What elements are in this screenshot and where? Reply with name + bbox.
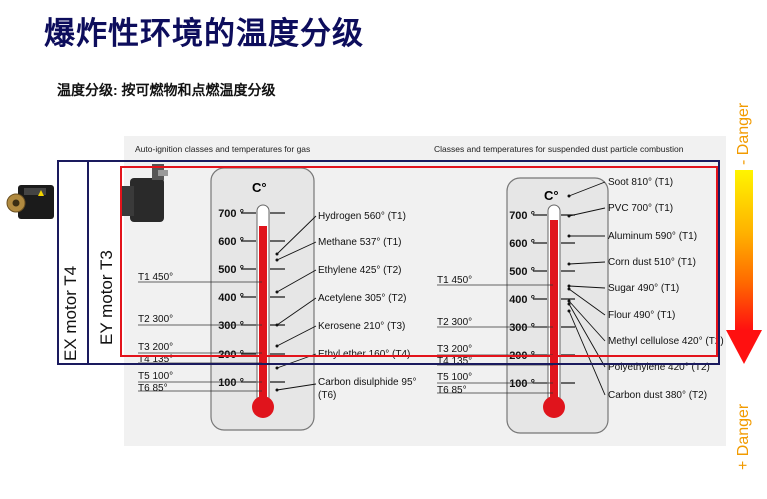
ey-t3-highlight-box	[120, 166, 718, 357]
dust-caption: Classes and temperatures for suspended d…	[434, 144, 684, 154]
box-divider	[87, 161, 89, 364]
scale-500: 500 °	[218, 264, 244, 276]
dust-unit-label: C°	[544, 188, 559, 203]
dust-sugar: Sugar 490° (T1)	[608, 283, 679, 294]
gas-carbon-disulphide-class: (T6)	[318, 390, 336, 401]
dust-pvc: PVC 700° (T1)	[608, 203, 673, 214]
page-title: 爆炸性环境的温度分级	[44, 16, 364, 51]
scale-600: 600 °	[218, 236, 244, 248]
scale-300: 300 °	[218, 320, 244, 332]
ey-motor-image	[120, 164, 168, 222]
gas-kerosene: Kerosene 210° (T3)	[318, 321, 405, 332]
gas-carbon-disulphide: Carbon disulphide 95°	[318, 377, 417, 388]
ex-motor-image	[6, 185, 54, 219]
ex-t4-highlight-box	[57, 160, 720, 365]
gas-methane: Methane 537° (T1)	[318, 237, 402, 248]
dust-scale-400: 400 °	[509, 294, 535, 306]
dust-t1: T1 450°	[437, 275, 472, 286]
dust-scale-100: 100 °	[509, 378, 535, 390]
gas-ethylene: Ethylene 425° (T2)	[318, 265, 402, 276]
dust-t6: T6 85°	[437, 385, 467, 396]
scale-100: 100 °	[218, 377, 244, 389]
page-subtitle: 温度分级: 按可燃物和点燃温度分级	[57, 82, 276, 98]
dust-t3: T3 200°	[437, 344, 472, 355]
ey-motor-label: EY motor T3	[97, 250, 116, 345]
gas-caption: Auto-ignition classes and temperatures f…	[135, 144, 311, 154]
dust-soot: Soot 810° (T1)	[608, 177, 673, 188]
danger-arrow-head	[726, 330, 762, 364]
dust-carbon: Carbon dust 380° (T2)	[608, 390, 707, 401]
gas-t4: T4 135°	[138, 354, 173, 365]
gas-t3: T3 200°	[138, 342, 173, 353]
dust-scale-300: 300 °	[509, 322, 535, 334]
gas-unit-label: C°	[252, 180, 267, 195]
gas-t2: T2 300°	[138, 314, 173, 325]
dust-scale-600: 600 °	[509, 238, 535, 250]
dust-polyethylene: Polyethylene 420° (T2)	[608, 362, 710, 373]
dust-corn: Corn dust 510° (T1)	[608, 257, 696, 268]
dust-scale-500: 500 °	[509, 266, 535, 278]
gas-t5: T5 100°	[138, 371, 173, 382]
dust-t5: T5 100°	[437, 372, 472, 383]
gas-t1: T1 450°	[138, 272, 173, 283]
gas-t6: T6 85°	[138, 383, 168, 394]
ex-motor-label: EX motor T4	[61, 265, 80, 361]
danger-gradient-bar	[735, 170, 753, 330]
dust-t4: T4 135°	[437, 356, 472, 367]
gas-hydrogen: Hydrogen 560° (T1)	[318, 211, 406, 222]
gas-ethyl-ether: Ethyl ether 160° (T4)	[318, 349, 410, 360]
danger-low-label: - Danger	[735, 102, 752, 165]
dust-t2: T2 300°	[437, 317, 472, 328]
scale-700: 700 °	[218, 208, 244, 220]
dust-scale-700: 700 °	[509, 210, 535, 222]
dust-aluminum: Aluminum 590° (T1)	[608, 231, 697, 242]
gas-acetylene: Acetylene 305° (T2)	[318, 293, 407, 304]
dust-methyl-cellulose: Methyl cellulose 420° (T2)	[608, 336, 724, 347]
scale-400: 400 °	[218, 292, 244, 304]
dust-flour: Flour 490° (T1)	[608, 310, 675, 321]
dust-thermometer: C° 700 ° 600 ° 500 ° 400 ° 300 ° 200 ° 1…	[437, 177, 724, 434]
danger-high-label: + Danger	[735, 403, 752, 470]
